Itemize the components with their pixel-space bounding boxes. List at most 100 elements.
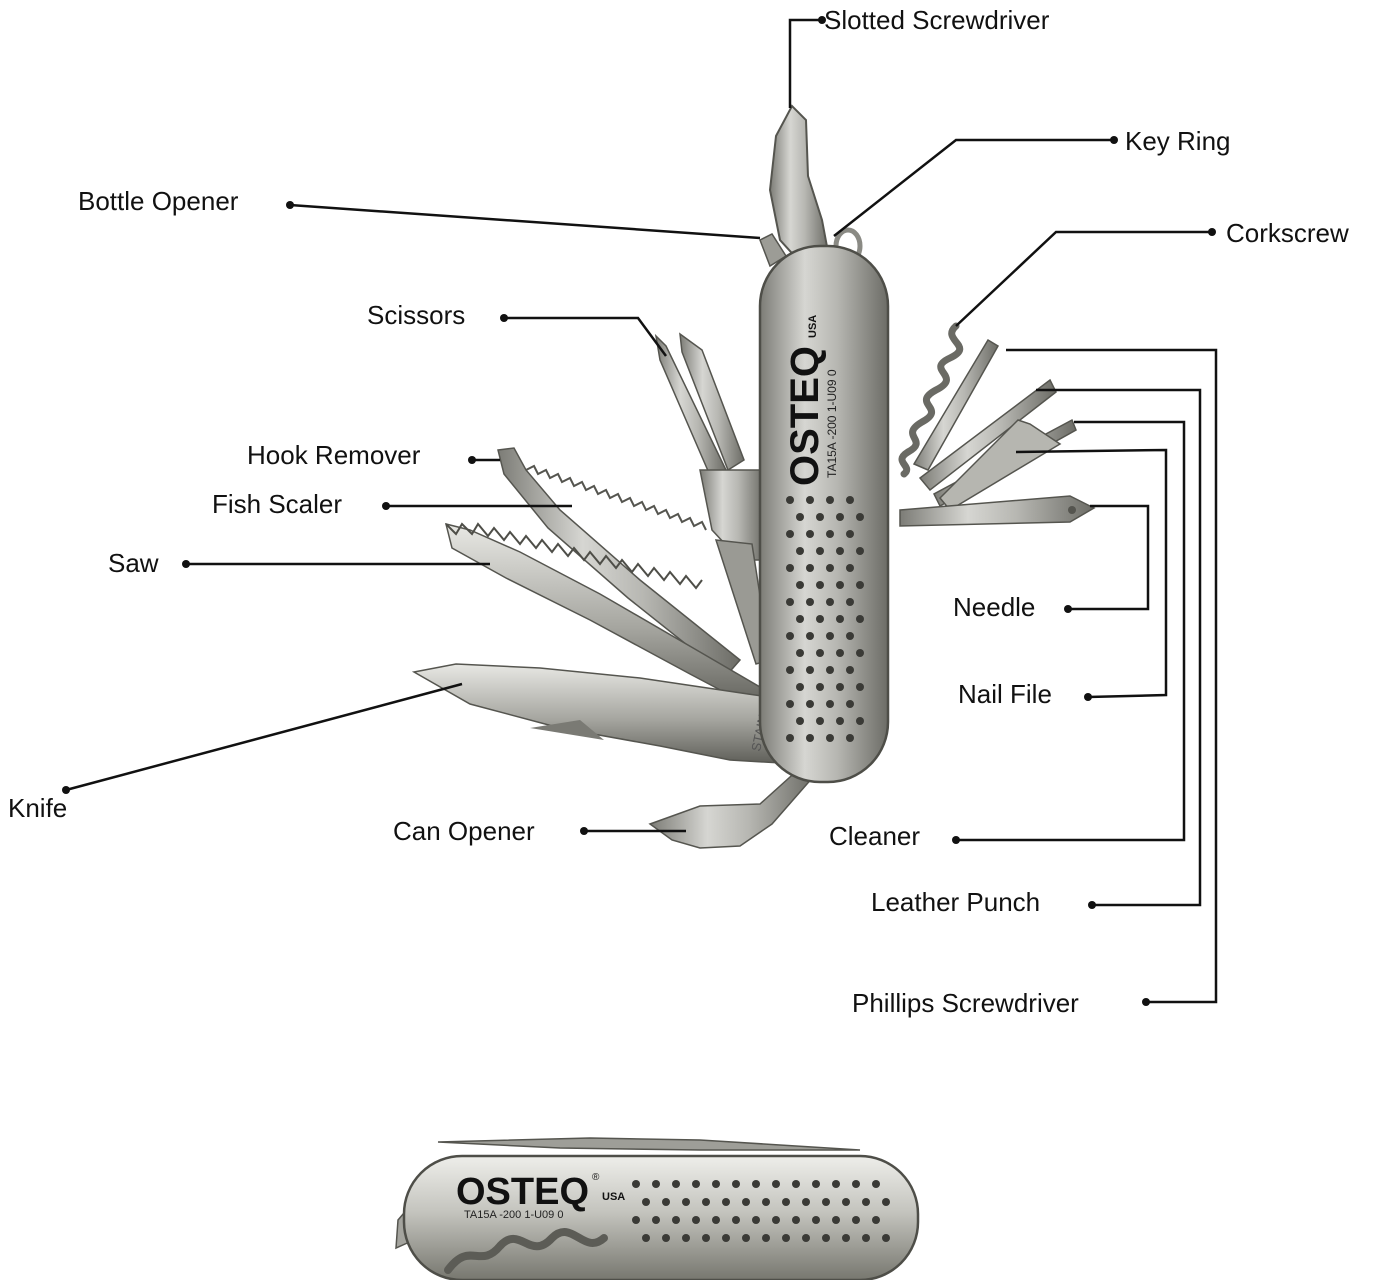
leader-knife: [66, 684, 462, 790]
handle-hole: [836, 649, 844, 657]
leader-needle: [1068, 506, 1148, 609]
handle-hole: [836, 581, 844, 589]
handle-hole: [642, 1198, 650, 1206]
handle-hole: [836, 547, 844, 555]
label-corkscrew: Corkscrew: [1226, 220, 1349, 246]
handle-hole: [762, 1234, 770, 1242]
handle-hole: [662, 1234, 670, 1242]
handle-hole: [712, 1216, 720, 1224]
handle-hole: [812, 1180, 820, 1188]
leader-leather-punch: [1036, 390, 1200, 905]
model-code-horizontal: TA15A -200 1-U09 0: [464, 1209, 563, 1221]
handle-hole: [872, 1180, 880, 1188]
handle-hole: [806, 530, 814, 538]
handle-hole: [792, 1216, 800, 1224]
handle-hole: [796, 649, 804, 657]
country-vertical: USA: [807, 315, 819, 338]
label-scissors: Scissors: [367, 302, 465, 328]
handle-hole: [846, 598, 854, 606]
handle-hole: [672, 1216, 680, 1224]
handle-hole: [806, 734, 814, 742]
handle-hole: [786, 496, 794, 504]
handle-hole: [652, 1180, 660, 1188]
handle-hole: [826, 598, 834, 606]
handle-hole: [816, 683, 824, 691]
handle-hole: [846, 700, 854, 708]
leader-nail-file: [1016, 450, 1166, 697]
leader-scissors: [504, 318, 666, 356]
handle-hole: [662, 1198, 670, 1206]
handle-hole: [752, 1216, 760, 1224]
leader-key-ring: [834, 140, 1114, 236]
handle-hole: [786, 700, 794, 708]
handle-hole: [846, 530, 854, 538]
handle-hole: [846, 734, 854, 742]
handle-hole: [632, 1216, 640, 1224]
handle-hole: [732, 1216, 740, 1224]
handle-hole: [722, 1198, 730, 1206]
model-code-vertical: TA15A -200 1-U09 0: [825, 369, 839, 478]
handle-hole: [852, 1216, 860, 1224]
handle-hole: [692, 1216, 700, 1224]
handle-hole: [822, 1234, 830, 1242]
handle-hole: [816, 615, 824, 623]
label-bottle-opener: Bottle Opener: [78, 188, 238, 214]
handle-hole: [806, 564, 814, 572]
handle-hole: [752, 1180, 760, 1188]
handle-hole: [772, 1180, 780, 1188]
handle-hole: [796, 615, 804, 623]
handle-hole: [882, 1198, 890, 1206]
handle-hole: [806, 632, 814, 640]
handle-hole: [786, 598, 794, 606]
handle-hole: [826, 632, 834, 640]
handle-hole: [796, 717, 804, 725]
handle-hole: [712, 1180, 720, 1188]
handle-hole: [786, 632, 794, 640]
handle-hole: [702, 1234, 710, 1242]
handle-hole: [826, 496, 834, 504]
label-nail-file: Nail File: [958, 681, 1052, 707]
handle-hole: [806, 496, 814, 504]
handle-hole: [856, 683, 864, 691]
handle-hole: [842, 1198, 850, 1206]
handle-hole: [796, 547, 804, 555]
country-horizontal: USA: [602, 1191, 625, 1203]
label-key-ring: Key Ring: [1125, 128, 1231, 154]
handle-hole: [826, 530, 834, 538]
handle-hole: [856, 649, 864, 657]
handle-hole: [816, 581, 824, 589]
handle-hole: [836, 717, 844, 725]
handle-hole: [802, 1198, 810, 1206]
handle-hole: [826, 666, 834, 674]
leader-bottle-opener: [290, 205, 760, 238]
handle-hole: [782, 1198, 790, 1206]
handle-hole: [816, 717, 824, 725]
open-multitool: STAINLESS OSTEQ USA TA: [414, 106, 1094, 848]
handle-hole: [802, 1234, 810, 1242]
handle-hole: [846, 632, 854, 640]
handle-hole: [846, 666, 854, 674]
handle-hole: [862, 1234, 870, 1242]
handle-hole: [816, 547, 824, 555]
handle-hole: [796, 683, 804, 691]
slotted-screwdriver-tool: [760, 106, 828, 266]
handle-hole: [836, 513, 844, 521]
label-needle: Needle: [953, 594, 1035, 620]
handle-hole: [856, 717, 864, 725]
handle-hole: [792, 1180, 800, 1188]
handle-hole: [856, 513, 864, 521]
handle-hole: [836, 683, 844, 691]
handle-hole: [806, 700, 814, 708]
handle-hole: [826, 564, 834, 572]
handle-hole: [816, 513, 824, 521]
handle-hole: [816, 649, 824, 657]
right-tools: [900, 326, 1094, 526]
handle-hole: [812, 1216, 820, 1224]
label-fish-scaler: Fish Scaler: [212, 491, 342, 517]
handle-hole: [846, 496, 854, 504]
handle-hole: [822, 1198, 830, 1206]
handle-hole: [672, 1180, 680, 1188]
handle-hole: [786, 530, 794, 538]
logo-horizontal: OSTEQ: [456, 1171, 589, 1213]
handle-hole: [796, 581, 804, 589]
